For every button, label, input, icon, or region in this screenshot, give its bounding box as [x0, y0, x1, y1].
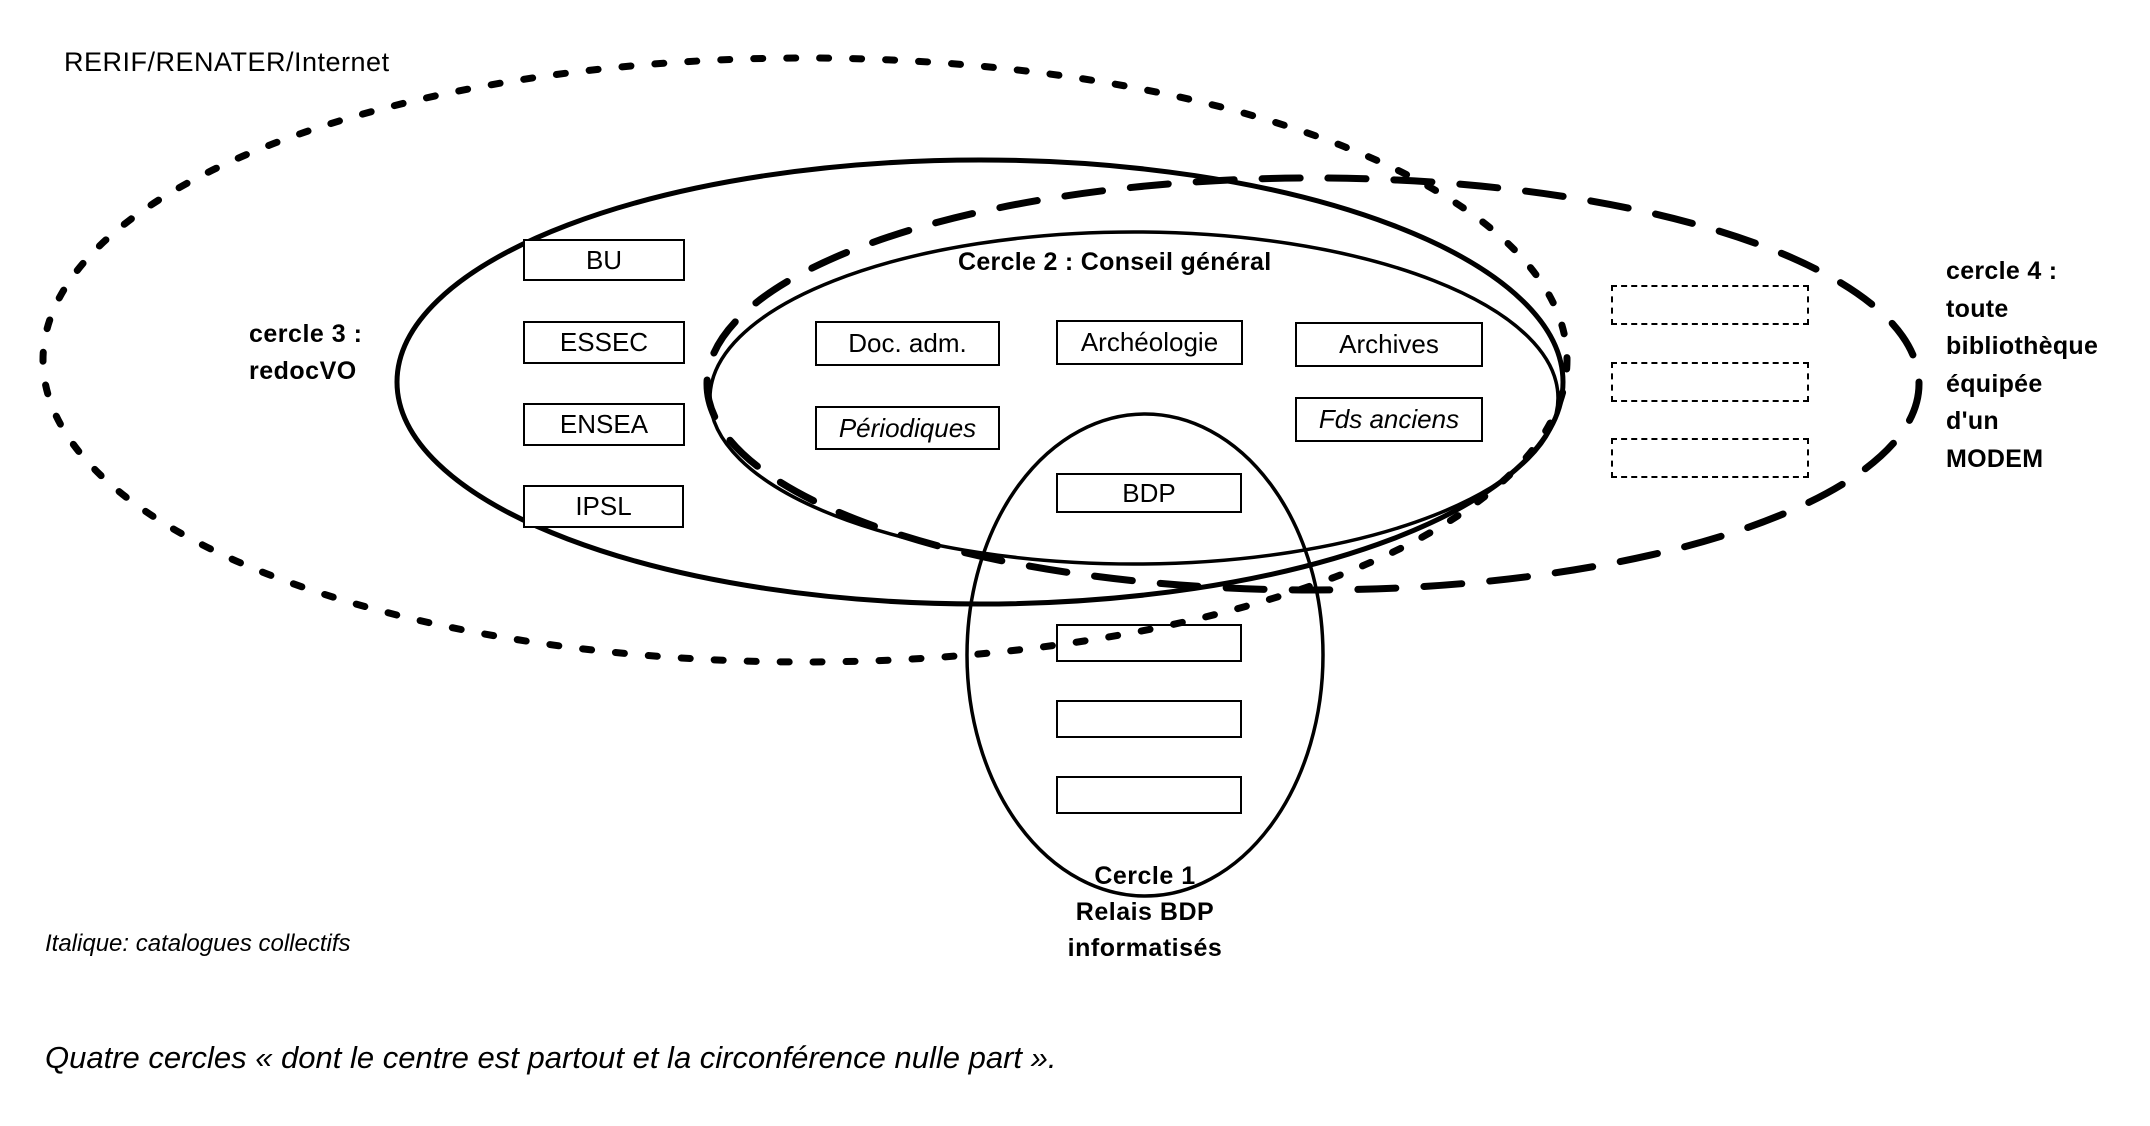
circle4-label-line: MODEM: [1946, 444, 2044, 473]
member-box-essec: ESSEC: [523, 321, 685, 364]
figure-caption: Quatre cercles « dont le centre est part…: [45, 1040, 1057, 1075]
circle2-ellipse: [708, 230, 1560, 566]
circle1-label: Cercle 1 Relais BDP informatisés: [1060, 858, 1230, 966]
member-box-fds-anciens: Fds anciens: [1295, 397, 1483, 442]
circle4-empty-box: [1611, 285, 1809, 325]
member-box-periodiques: Périodiques: [815, 406, 1000, 450]
circle4-label-line: cercle 4 :: [1946, 257, 2058, 285]
circle4-label-line: équipée: [1946, 369, 2043, 398]
member-box-bdp: BDP: [1056, 473, 1242, 513]
circle3-label: cercle 3 : redocVO: [249, 316, 362, 390]
circle1-label-line: informatisés: [1067, 934, 1223, 962]
member-box-archeologie: Archéologie: [1056, 320, 1243, 365]
member-box-doc-adm: Doc. adm.: [815, 321, 1000, 366]
legend-note: Italique: catalogues collectifs: [45, 930, 351, 957]
network-ellipse: [39, 54, 1571, 666]
circle4-label-line: d'un: [1946, 407, 1999, 435]
circle1-ellipse: [965, 412, 1325, 898]
circle3-ellipse: [394, 157, 1566, 607]
circle1-label-line: Cercle 1: [1094, 862, 1196, 890]
member-box-archives: Archives: [1295, 322, 1483, 367]
circle4-label-line: bibliothèque: [1946, 332, 2099, 360]
member-box-bu: BU: [523, 239, 685, 281]
circle4-empty-box: [1611, 438, 1809, 478]
circle1-label-line: Relais BDP: [1075, 898, 1215, 926]
circle4-ellipse: [703, 174, 1923, 594]
circle1-empty-box: [1056, 624, 1242, 662]
circle4-label-line: toute: [1946, 294, 2009, 323]
circle3-label-line: redocVO: [249, 357, 357, 385]
member-box-ensea: ENSEA: [523, 403, 685, 446]
circle4-empty-box: [1611, 362, 1809, 402]
circle3-label-line: cercle 3 :: [249, 320, 363, 348]
network-label: RERIF/RENATER/Internet: [64, 47, 390, 77]
circle4-label: cercle 4 : toute bibliothèque équipée d'…: [1946, 253, 2098, 478]
circle1-empty-box: [1056, 776, 1242, 814]
member-box-ipsl: IPSL: [523, 485, 684, 528]
circle1-empty-box: [1056, 700, 1242, 738]
circle2-label: Cercle 2 : Conseil général: [958, 248, 1272, 276]
